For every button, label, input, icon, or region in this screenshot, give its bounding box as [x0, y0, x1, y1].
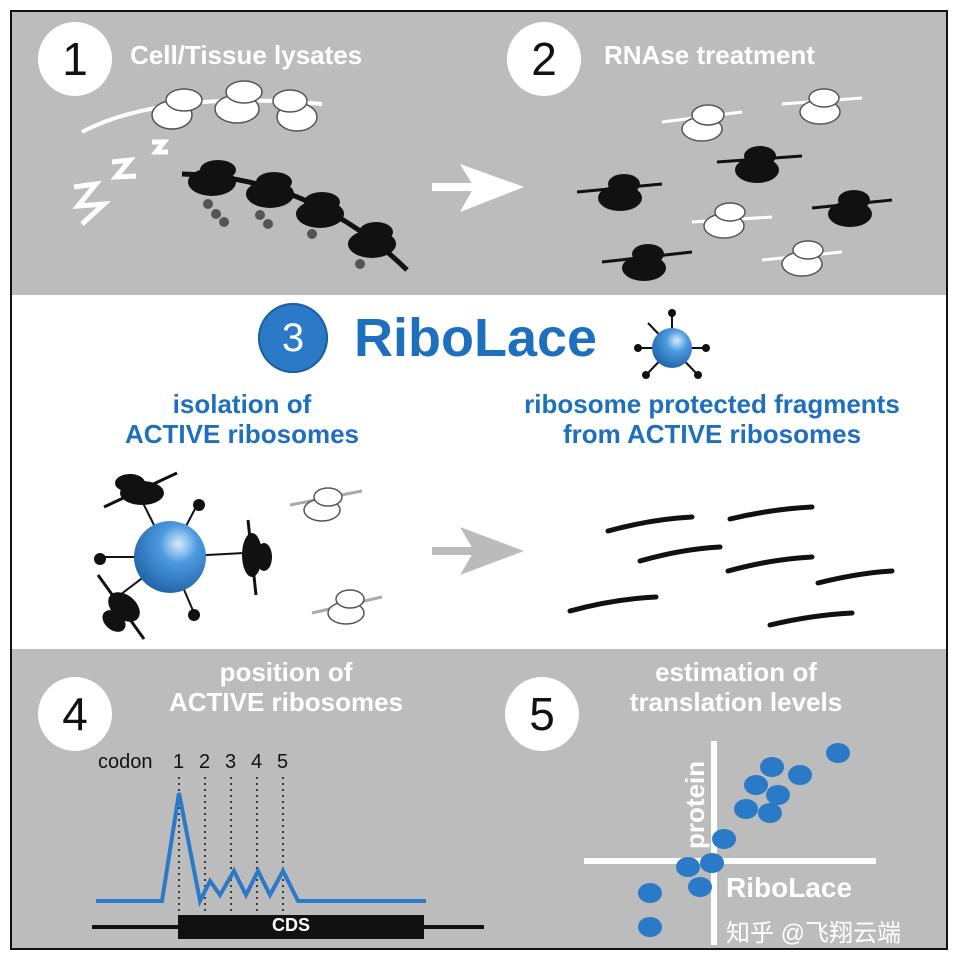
- bottom-illustration: [92, 741, 876, 945]
- fragments-line-2: from ACTIVE ribosomes: [562, 419, 862, 449]
- step-1-badge: 1: [38, 22, 112, 96]
- bottom-panel: 4 position of ACTIVE ribosomes 5 estimat…: [12, 649, 946, 948]
- step-5-title-line-2: translation levels: [629, 687, 843, 717]
- step-3-badge: 3: [258, 303, 328, 373]
- codon-1-label: 1: [173, 751, 185, 773]
- watermark: 知乎 @飞翔云端: [726, 920, 902, 947]
- fragments-line-1: ribosome protected fragments: [524, 389, 900, 419]
- scatter-y-label: protein: [680, 760, 710, 849]
- isolation-line-1: isolation of: [172, 389, 312, 419]
- middle-illustration: [94, 309, 895, 640]
- codon-4-label: 4: [251, 751, 263, 773]
- codon-axis-label: codon: [98, 751, 153, 773]
- top-illustration: [72, 80, 893, 281]
- step-4-badge: 4: [38, 677, 112, 751]
- step-5-badge: 5: [505, 677, 579, 751]
- figure-frame: 1 Cell/Tissue lysates 2 RNAse treatment: [10, 10, 948, 950]
- step-1-title: Cell/Tissue lysates: [130, 40, 363, 70]
- codon-2-label: 2: [199, 751, 211, 773]
- step-4-title-line-2: ACTIVE ribosomes: [168, 687, 404, 717]
- step-2-badge: 2: [507, 22, 581, 96]
- middle-panel: 3 RiboLace isolation of ACTIVE ribosomes…: [12, 295, 946, 649]
- cds-label: CDS: [272, 915, 311, 935]
- scatter-x-label: RiboLace: [726, 872, 853, 903]
- codon-5-label: 5: [277, 751, 289, 773]
- isolation-line-2: ACTIVE ribosomes: [124, 419, 360, 449]
- step-2-title: RNAse treatment: [604, 40, 815, 70]
- step-4-title-line-1: position of: [219, 657, 353, 687]
- top-panel: 1 Cell/Tissue lysates 2 RNAse treatment: [12, 12, 946, 295]
- ribolace-title: RiboLace: [354, 308, 598, 368]
- step-5-title-line-1: estimation of: [655, 657, 817, 687]
- codon-3-label: 3: [225, 751, 237, 773]
